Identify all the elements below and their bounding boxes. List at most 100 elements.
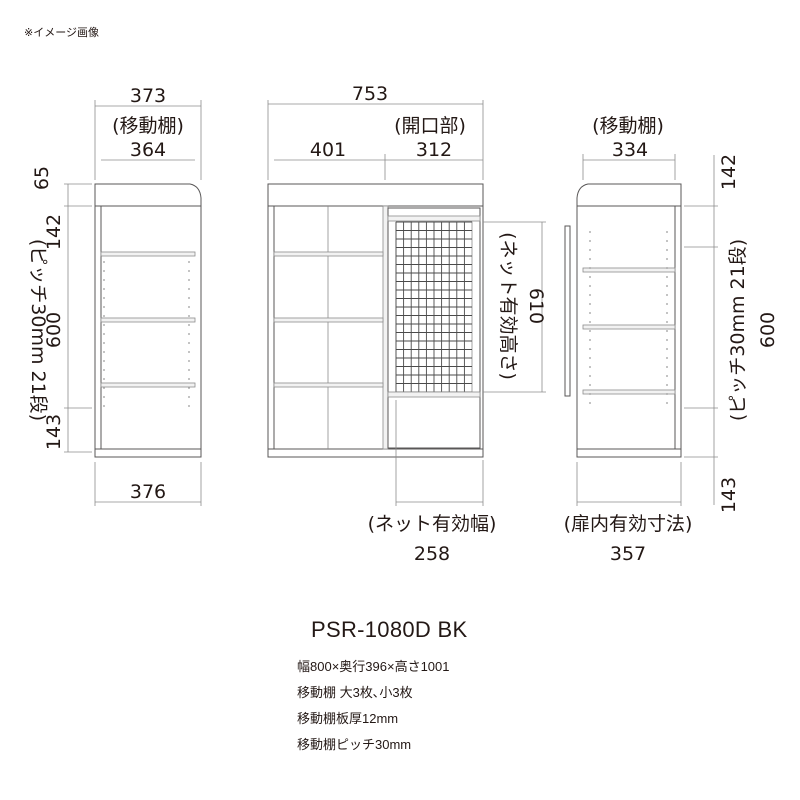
left-shelf — [100, 382, 196, 388]
pin-hole — [666, 258, 668, 260]
pin-hole — [188, 396, 190, 398]
front-view: 753 (開口部) 401 312 (ネット有効高さ) 610 (ネット有効幅)… — [267, 83, 547, 565]
pin-hole — [103, 405, 105, 407]
pin-hole — [666, 267, 668, 269]
pin-hole — [666, 348, 668, 350]
pin-hole — [589, 402, 591, 404]
front-cabinet-outline — [267, 183, 484, 458]
net-width-label: (ネット有効幅) — [368, 513, 497, 535]
right-shelf-width: 334 — [612, 139, 648, 161]
left-pin-holes — [103, 261, 190, 407]
right-pitch-label: (ピッチ30mm 21段) — [727, 239, 749, 421]
pin-hole — [666, 402, 668, 404]
right-pin-holes — [589, 231, 668, 404]
left-pitch-label: (ピッチ30mm 21段) — [27, 239, 49, 421]
spec-line: 幅800×奥行396×高さ1001 — [297, 659, 450, 674]
pin-hole — [103, 333, 105, 335]
pin-hole — [103, 324, 105, 326]
pin-hole — [188, 306, 190, 308]
front-total-width: 753 — [352, 83, 388, 105]
pin-hole — [666, 276, 668, 278]
pin-hole — [589, 285, 591, 287]
left-total-width: 373 — [130, 85, 166, 107]
pin-hole — [666, 375, 668, 377]
pin-hole — [666, 294, 668, 296]
pin-hole — [188, 369, 190, 371]
pin-hole — [666, 321, 668, 323]
net-height-value: 610 — [525, 288, 547, 324]
pin-hole — [589, 330, 591, 332]
pin-hole — [188, 315, 190, 317]
pin-hole — [188, 261, 190, 263]
pin-hole — [589, 321, 591, 323]
door-inner-label: (扉内有効寸法) — [564, 513, 693, 535]
left-height-142: 142 — [43, 214, 65, 250]
pin-hole — [188, 288, 190, 290]
pin-hole — [103, 387, 105, 389]
model-number: PSR-1080D BK — [311, 617, 468, 642]
image-note: ※イメージ画像 — [24, 27, 99, 39]
spec-line: 移動棚ピッチ30mm — [297, 737, 412, 752]
pin-hole — [589, 312, 591, 314]
pin-hole — [188, 270, 190, 272]
pin-hole — [589, 303, 591, 305]
net-grid — [395, 221, 472, 393]
pin-hole — [103, 369, 105, 371]
pin-hole — [103, 378, 105, 380]
pin-hole — [589, 231, 591, 233]
right-cabinet-outline — [576, 183, 682, 458]
pin-hole — [103, 297, 105, 299]
left-shelf — [100, 317, 196, 323]
right-side-view: (移動棚) 334 142 (ピッチ30mm 21段) 600 143 (扉内有… — [564, 115, 779, 565]
pin-hole — [589, 366, 591, 368]
pin-hole — [188, 360, 190, 362]
left-height-143: 143 — [43, 414, 65, 450]
right-height-142: 142 — [718, 154, 740, 190]
pin-hole — [103, 279, 105, 281]
spec-line: 移動棚 大3枚､小3枚 — [297, 685, 413, 700]
front-opening-label: (開口部) — [394, 115, 466, 137]
pin-hole — [666, 357, 668, 359]
pin-hole — [589, 375, 591, 377]
pin-hole — [589, 240, 591, 242]
pin-hole — [589, 249, 591, 251]
left-bottom-width: 376 — [130, 481, 166, 503]
pin-hole — [188, 351, 190, 353]
pin-hole — [103, 270, 105, 272]
pin-hole — [589, 357, 591, 359]
pin-hole — [589, 339, 591, 341]
pin-hole — [666, 384, 668, 386]
pin-hole — [188, 342, 190, 344]
pin-hole — [589, 348, 591, 350]
right-shelf-label: (移動棚) — [592, 115, 664, 137]
net-door — [387, 207, 481, 449]
door-edge — [564, 225, 571, 397]
left-cabinet-outline — [94, 183, 202, 458]
pin-hole — [589, 384, 591, 386]
pin-hole — [666, 231, 668, 233]
net-width-value: 258 — [414, 543, 450, 565]
pin-hole — [666, 303, 668, 305]
pin-hole — [188, 279, 190, 281]
pin-hole — [666, 393, 668, 395]
pin-hole — [589, 393, 591, 395]
front-left-width: 401 — [310, 139, 346, 161]
pin-hole — [666, 366, 668, 368]
pin-hole — [103, 288, 105, 290]
pin-hole — [589, 294, 591, 296]
spec-line: 移動棚板厚12mm — [297, 711, 399, 726]
pin-hole — [188, 297, 190, 299]
left-shelf-label: (移動棚) — [112, 115, 184, 137]
pin-hole — [103, 315, 105, 317]
left-shelf-width: 364 — [130, 139, 166, 161]
left-shelf — [100, 251, 196, 257]
right-height-600: 600 — [757, 312, 779, 348]
pin-hole — [589, 267, 591, 269]
left-height-65: 65 — [31, 166, 53, 190]
pin-hole — [103, 396, 105, 398]
pin-hole — [666, 339, 668, 341]
pin-hole — [666, 249, 668, 251]
door-inner-value: 357 — [610, 543, 646, 565]
